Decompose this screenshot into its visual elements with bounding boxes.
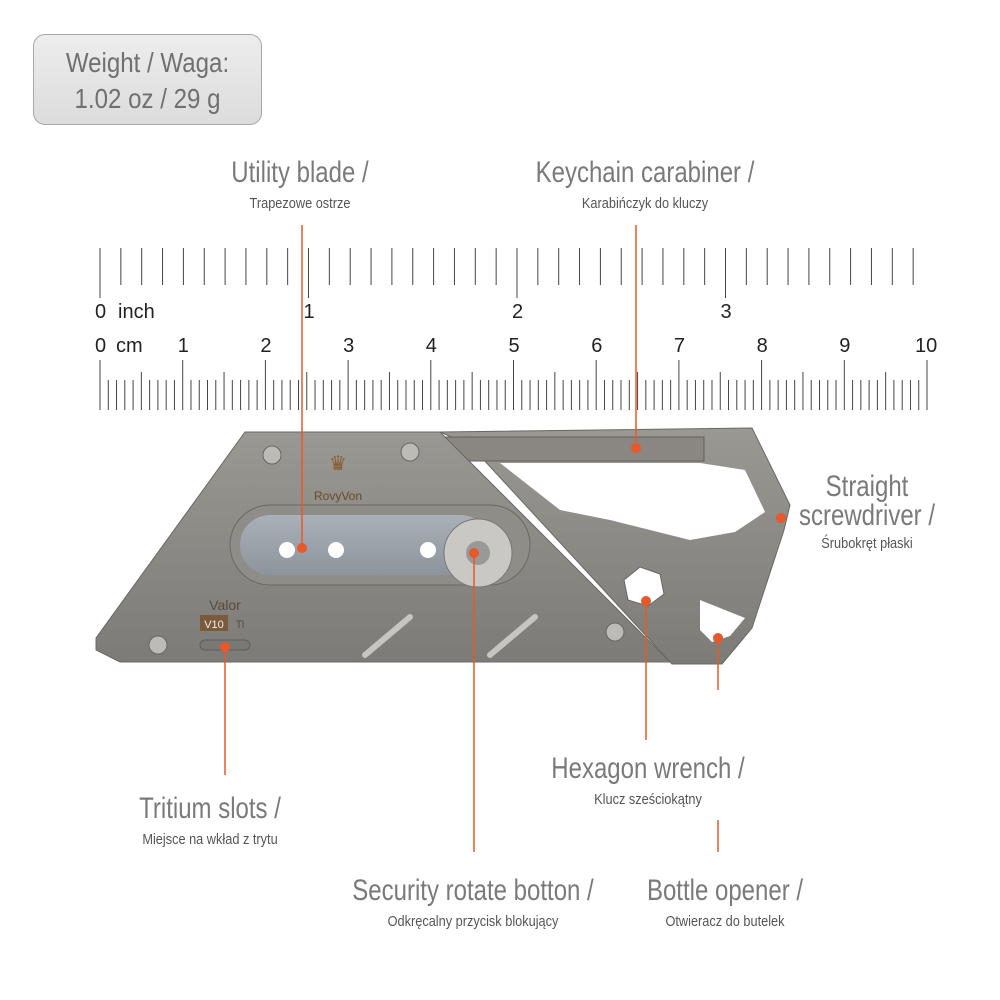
model-text: Valor bbox=[209, 597, 241, 613]
cm-label: 5 bbox=[509, 335, 520, 357]
carabiner-opening bbox=[500, 463, 765, 540]
security-subtitle: Odkręcalny przycisk blokujący bbox=[387, 913, 559, 930]
ruler: 0 1 2 3 inch 0 1 2 3 4 5 6 7 8 9 10 cm bbox=[95, 248, 937, 410]
cm-label: 2 bbox=[260, 335, 271, 357]
keychain-subtitle: Karabińczyk do kluczy bbox=[581, 195, 709, 212]
screwdriver-subtitle: Śrubokręt płaski bbox=[821, 535, 913, 552]
cm-label: 1 bbox=[178, 335, 189, 357]
cm-label: 10 bbox=[915, 335, 937, 357]
weight-value: 1.02 oz / 29 g bbox=[74, 83, 221, 114]
blade-hole bbox=[420, 542, 436, 558]
keychain-title: Keychain carabiner / bbox=[535, 156, 755, 189]
cm-label: 9 bbox=[839, 335, 850, 357]
screwdriver-title-2: screwdriver / bbox=[798, 499, 936, 532]
tritium-title: Tritium slots / bbox=[139, 792, 281, 825]
carabiner-gate bbox=[445, 436, 705, 462]
bottle-title: Bottle opener / bbox=[646, 874, 804, 907]
cm-label: 7 bbox=[674, 335, 685, 357]
bottle-subtitle: Otwieracz do butelek bbox=[665, 913, 785, 930]
callout-lines bbox=[224, 225, 719, 852]
screws bbox=[148, 442, 625, 655]
inch-label: 1 bbox=[304, 301, 315, 323]
screwdriver-title-1: Straight bbox=[825, 470, 909, 503]
callout-keychain: Keychain carabiner / Karabińczyk do kluc… bbox=[508, 156, 782, 214]
inch-label: 3 bbox=[721, 301, 732, 323]
callout-bottle: Bottle opener / Otwieracz do butelek bbox=[627, 874, 822, 932]
callout-security: Security rotate botton / Odkręcalny przy… bbox=[322, 874, 624, 932]
grip-grooves bbox=[362, 614, 538, 658]
cm-label: 0 bbox=[95, 335, 106, 357]
cm-label: 3 bbox=[343, 335, 354, 357]
material-mark-bg bbox=[200, 615, 228, 631]
callout-screwdriver: Straight screwdriver / Śrubokręt płaski bbox=[782, 472, 952, 554]
weight-label: Weight / Waga: bbox=[65, 47, 230, 78]
tritium-subtitle: Miejsce na wkład z trytu bbox=[142, 831, 278, 848]
callout-dots bbox=[220, 443, 786, 652]
brand-text: RovyVon bbox=[314, 489, 362, 503]
hexagon-subtitle: Klucz sześciokątny bbox=[594, 791, 702, 808]
material-mark-1: V10 bbox=[204, 619, 224, 631]
inch-unit-label: inch bbox=[118, 301, 155, 323]
inch-label: 0 bbox=[95, 301, 106, 323]
inch-label: 2 bbox=[512, 301, 523, 323]
callout-utility-blade: Utility blade / Trapezowe ostrze bbox=[214, 156, 386, 214]
material-mark-2: Ti bbox=[236, 619, 245, 631]
cm-label: 4 bbox=[426, 335, 437, 357]
cm-unit-label: cm bbox=[116, 335, 143, 357]
blade-hole bbox=[328, 542, 344, 558]
weight-badge: Weight / Waga: 1.02 oz / 29 g bbox=[33, 34, 262, 125]
brand-logo-icon: ♛ bbox=[329, 453, 347, 475]
cm-label: 8 bbox=[757, 335, 768, 357]
bottle-opener-notch bbox=[700, 600, 745, 642]
utility-blade-subtitle: Trapezowe ostrze bbox=[249, 195, 351, 212]
hexagon-wrench-hole bbox=[623, 566, 665, 607]
security-title: Security rotate botton / bbox=[352, 874, 594, 907]
callout-tritium: Tritium slots / Miejsce na wkład z trytu bbox=[121, 792, 298, 850]
hexagon-title: Hexagon wrench / bbox=[551, 752, 745, 785]
callout-hexagon: Hexagon wrench / Klucz sześciokątny bbox=[527, 752, 769, 810]
blade-hole bbox=[279, 542, 295, 558]
utility-blade-title: Utility blade / bbox=[231, 156, 369, 189]
cm-label: 6 bbox=[591, 335, 602, 357]
